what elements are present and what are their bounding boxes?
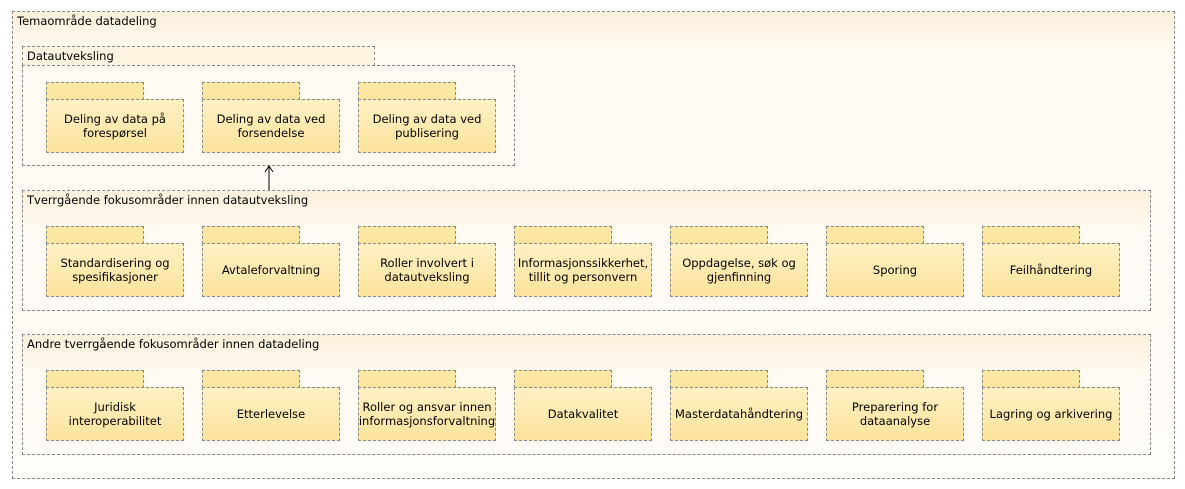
package-label: Deling av data ved publisering [358,99,496,153]
package-label: Datakvalitet [514,387,652,441]
package-deling-forsendelse[interactable]: Deling av data ved forsendelse [202,82,342,154]
dataexchange-title: Datautveksling [27,49,114,63]
package-standardisering[interactable]: Standardisering og spesifikasjoner [46,226,186,298]
package-tab [982,370,1080,388]
package-label: Deling av data på forespørsel [46,99,184,153]
dependency-arrow [264,165,274,191]
package-label: Sporing [826,243,964,297]
package-feilhandtering[interactable]: Feilhåndtering [982,226,1122,298]
package-avtaleforvaltning[interactable]: Avtaleforvaltning [202,226,342,298]
package-roller-ansvar[interactable]: Roller og ansvar innen informasjonsforva… [358,370,498,442]
package-label: Avtaleforvaltning [202,243,340,297]
package-etterlevelse[interactable]: Etterlevelse [202,370,342,442]
package-tab [514,370,612,388]
package-label: Roller involvert i datautveksling [358,243,496,297]
package-tab [358,370,456,388]
package-tab [670,226,768,244]
package-label: Preparering for dataanalyse [826,387,964,441]
package-tab [826,370,924,388]
package-label: Lagring og arkivering [982,387,1120,441]
package-juridisk[interactable]: Juridisk interoperabilitet [46,370,186,442]
package-tab [202,226,300,244]
outer-group-title: Temaområde datadeling [17,14,157,28]
package-label: Informasjonssikkerhet, tillit og personv… [514,243,652,297]
dataexchange-tab [22,46,375,66]
cross-cutting-title: Tverrgående fokusområder innen datautvek… [27,193,309,207]
package-label: Etterlevelse [202,387,340,441]
package-tab [46,370,144,388]
package-label: Standardisering og spesifikasjoner [46,243,184,297]
package-oppdagelse[interactable]: Oppdagelse, søk og gjenfinning [670,226,810,298]
package-tab [358,82,456,100]
package-label: Juridisk interoperabilitet [46,387,184,441]
package-datakvalitet[interactable]: Datakvalitet [514,370,654,442]
package-masterdata[interactable]: Masterdatahåndtering [670,370,810,442]
package-tab [826,226,924,244]
package-label: Roller og ansvar innen informasjonsforva… [358,387,496,441]
package-deling-forespørsel[interactable]: Deling av data på forespørsel [46,82,186,154]
package-tab [982,226,1080,244]
package-lagring[interactable]: Lagring og arkivering [982,370,1122,442]
package-tab [202,370,300,388]
package-label: Feilhåndtering [982,243,1120,297]
package-deling-publisering[interactable]: Deling av data ved publisering [358,82,498,154]
other-cross-cutting-title: Andre tverrgående fokusområder innen dat… [27,337,320,351]
package-tab [46,226,144,244]
package-informasjonssikkerhet[interactable]: Informasjonssikkerhet, tillit og personv… [514,226,654,298]
package-tab [46,82,144,100]
package-sporing[interactable]: Sporing [826,226,966,298]
package-tab [670,370,768,388]
package-label: Masterdatahåndtering [670,387,808,441]
package-roller-involvert[interactable]: Roller involvert i datautveksling [358,226,498,298]
package-label: Oppdagelse, søk og gjenfinning [670,243,808,297]
package-label: Deling av data ved forsendelse [202,99,340,153]
package-tab [202,82,300,100]
package-tab [514,226,612,244]
package-preparering[interactable]: Preparering for dataanalyse [826,370,966,442]
package-tab [358,226,456,244]
